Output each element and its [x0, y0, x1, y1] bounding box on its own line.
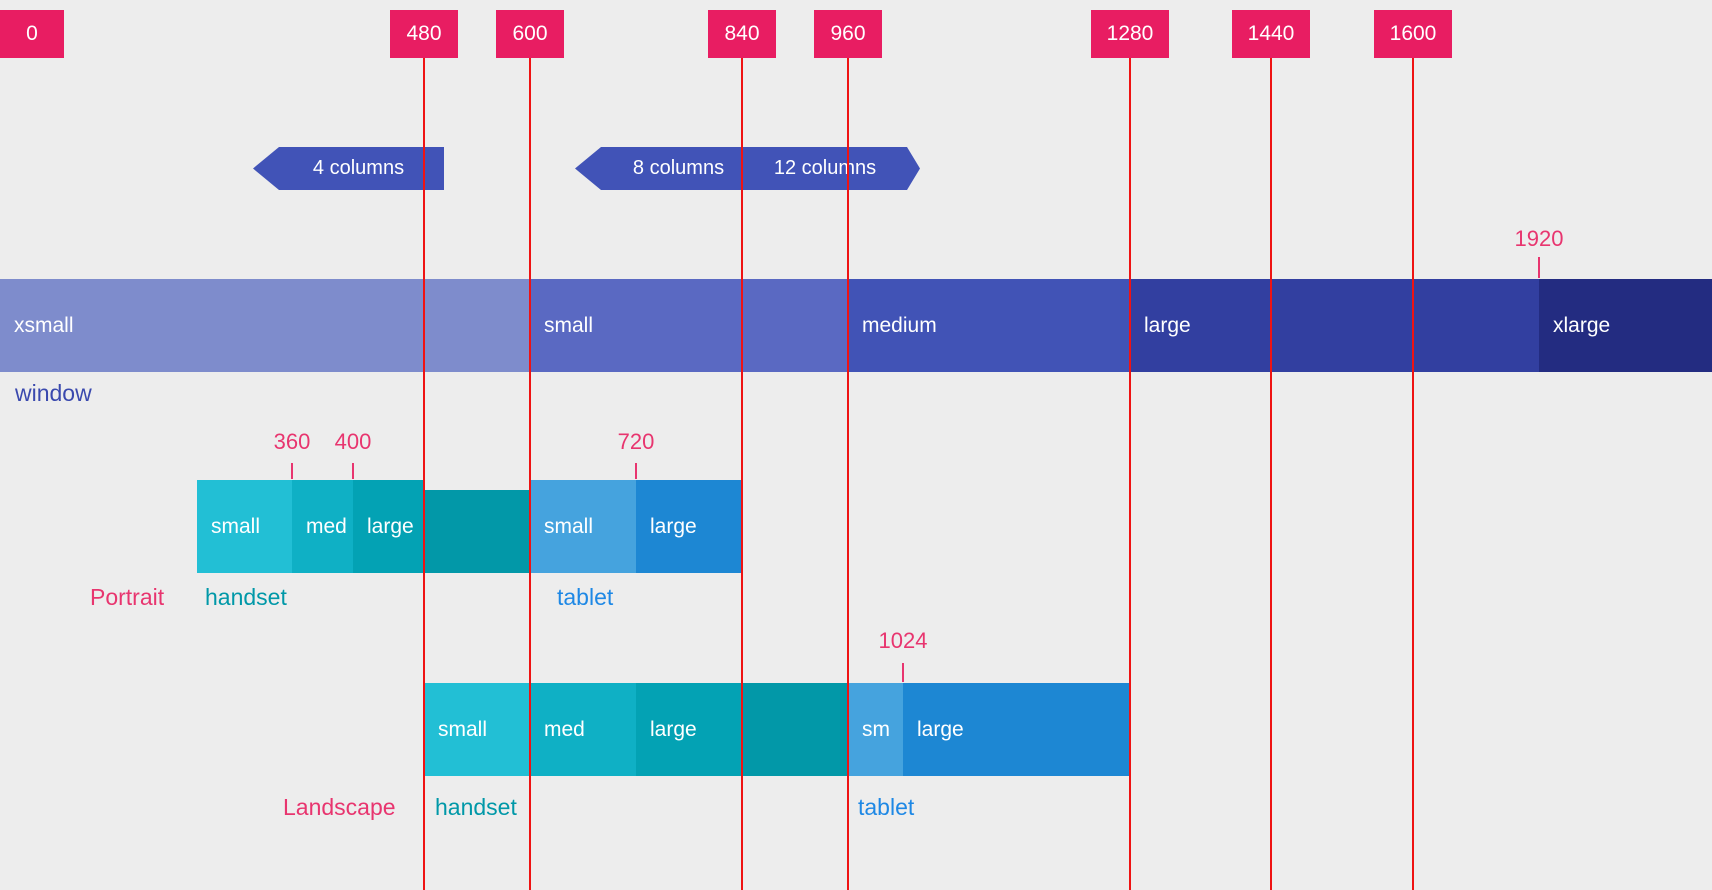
portrait-handset-segment-med: med — [292, 480, 353, 573]
portrait-handset-segment-large: large — [353, 480, 424, 573]
segment-label: med — [544, 717, 585, 741]
segment-label: large — [917, 717, 964, 741]
window-segment-large: large — [1130, 279, 1539, 372]
landscape-handset-segment-large: large — [636, 683, 742, 776]
portrait-tablet-segment-large: large — [636, 480, 742, 573]
landscape-handset-segment-med: med — [530, 683, 636, 776]
portrait-labels-row: Portrait handset tablet — [0, 582, 1712, 612]
badge-4-columns: 4 columns — [253, 147, 444, 190]
portrait-tick-labels-row: 360 400 720 — [0, 427, 1712, 457]
landscape-orientation-label: Landscape — [283, 794, 396, 820]
window-segment-small: small — [530, 279, 848, 372]
window-segment-label: small — [544, 313, 594, 337]
window-segment-label: xsmall — [14, 313, 74, 337]
portrait-handset-segment-small: small — [197, 480, 292, 573]
tick-1920-mark-row — [0, 257, 1712, 278]
badge-8-columns: 8 columns — [575, 147, 762, 190]
flag-label: 600 — [512, 22, 548, 45]
tick-label-360: 360 — [273, 429, 311, 454]
tick-label-1920: 1920 — [1514, 226, 1564, 251]
window-caption: window — [15, 380, 92, 406]
flag-label: 840 — [724, 22, 760, 45]
portrait-tick-marks-row — [0, 463, 1712, 479]
landscape-handset-segment-small: small — [424, 683, 530, 776]
flag-label: 1280 — [1106, 22, 1154, 45]
landscape-tick-marks-row — [0, 663, 1712, 682]
segment-label: small — [211, 514, 261, 538]
badge-12-columns: 12 columns — [742, 147, 920, 190]
landscape-tablet-segment-large: large — [903, 683, 1130, 776]
breakpoint-flag-480: 480 — [390, 10, 458, 58]
tick-mark-400 — [352, 463, 354, 479]
landscape-handset-label: handset — [435, 794, 517, 820]
segment-label: large — [367, 514, 414, 538]
breakpoint-flag-840: 840 — [708, 10, 776, 58]
landscape-handset-segment-overflow — [742, 683, 848, 776]
flag-label: 0 — [26, 22, 38, 45]
flag-label: 960 — [830, 22, 866, 45]
landscape-bars: small med large sm large — [0, 683, 1712, 776]
flag-label: 480 — [406, 22, 442, 45]
segment-label: med — [306, 514, 347, 538]
column-badges-row: 4 columns 8 columns 12 columns — [0, 147, 1712, 190]
tick-mark-720 — [635, 463, 637, 479]
breakpoint-flag-960: 960 — [814, 10, 882, 58]
breakpoint-flag-0: 0 — [0, 10, 64, 58]
tick-1920-label-row: 1920 — [0, 224, 1712, 254]
segment-label: sm — [862, 717, 890, 741]
segment-label: small — [438, 717, 488, 741]
breakpoint-flag-600: 600 — [496, 10, 564, 58]
window-caption-row: window — [0, 378, 1712, 408]
portrait-handset-segment-overflow — [424, 490, 530, 573]
portrait-bars: small med large small large — [0, 480, 1712, 573]
tick-mark-1920 — [1538, 257, 1540, 278]
window-bar: xsmall small medium large xlarge — [0, 279, 1712, 372]
tick-mark-1024 — [902, 663, 904, 682]
window-segment-label: xlarge — [1553, 313, 1611, 337]
flag-label: 1440 — [1247, 22, 1295, 45]
tick-label-720: 720 — [617, 429, 655, 454]
portrait-orientation-label: Portrait — [90, 584, 165, 610]
portrait-handset-label: handset — [205, 584, 287, 610]
landscape-tablet-label: tablet — [858, 794, 915, 820]
segment-label: large — [650, 514, 697, 538]
tick-label-1024: 1024 — [878, 628, 928, 653]
landscape-tick-labels-row: 1024 — [0, 626, 1712, 656]
landscape-tablet-segment-sm: sm — [848, 683, 903, 776]
segment-label: small — [544, 514, 594, 538]
flag-label: 1600 — [1389, 22, 1437, 45]
landscape-labels-row: Landscape handset tablet — [0, 792, 1712, 822]
window-segment-label: large — [1144, 313, 1191, 337]
breakpoint-flag-1280: 1280 — [1091, 10, 1169, 58]
window-segment-xlarge: xlarge — [1539, 279, 1712, 372]
portrait-tablet-label: tablet — [557, 584, 614, 610]
breakpoint-flag-1440: 1440 — [1232, 10, 1310, 58]
window-segment-label: medium — [862, 313, 937, 337]
tick-mark-360 — [291, 463, 293, 479]
window-segment-medium: medium — [848, 279, 1130, 372]
breakpoint-flag-1600: 1600 — [1374, 10, 1452, 58]
segment-label: large — [650, 717, 697, 741]
breakpoint-flags-row: 0 480 600 840 960 1280 1440 1600 — [0, 10, 1712, 58]
portrait-tablet-segment-small: small — [530, 480, 636, 573]
tick-label-400: 400 — [334, 429, 372, 454]
window-segment-xsmall: xsmall — [0, 279, 530, 372]
